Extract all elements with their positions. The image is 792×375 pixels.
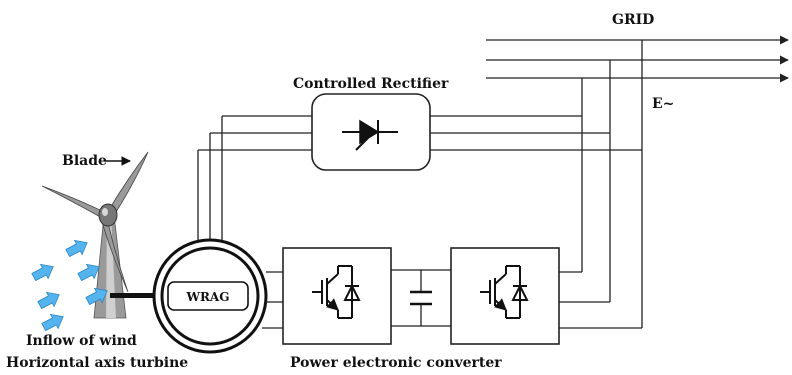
generator-label-box [167, 281, 249, 311]
wind-arrow-icon [65, 239, 88, 258]
capacitor-icon [410, 290, 432, 306]
grid-voltage-label: E~ [652, 96, 674, 112]
wind-arrow-icon [77, 263, 100, 282]
converter-left-box [282, 247, 392, 345]
wind-arrows [31, 239, 108, 332]
grid-drops [581, 40, 643, 328]
blade-label: Blade [62, 153, 107, 169]
wind-arrow-icon [85, 287, 108, 306]
turbine-shaft [110, 293, 156, 298]
converter-right-box [450, 247, 560, 345]
turbine-blade-left [41, 185, 107, 220]
generator-label: WRAG [185, 290, 229, 304]
rectifier-rotor-wires [197, 115, 312, 262]
igbt-diode-icon [312, 265, 361, 319]
rectifier-ac-wires [430, 115, 642, 151]
controlled-rectifier-label: Controlled Rectifier [293, 76, 449, 92]
grid: GRID E~ [486, 12, 789, 112]
turbine-blade-bottom [101, 221, 129, 293]
wind-arrow-icon [41, 313, 64, 332]
converter-output-wires [559, 271, 642, 329]
wind-arrow-icon [31, 263, 54, 282]
stator-wires [262, 271, 283, 329]
dc-link [391, 269, 451, 327]
wind-arrow-icon [37, 291, 60, 310]
grid-label: GRID [612, 12, 654, 28]
igbt-diode-icon [480, 265, 529, 319]
horizontal-axis-turbine-label: Horizontal axis turbine [6, 355, 188, 371]
turbine-blade-top [109, 151, 149, 213]
turbine-hub [98, 203, 118, 227]
power-electronic-converter-label: Power electronic converter [290, 355, 502, 371]
thyristor-icon [342, 119, 398, 151]
inflow-of-wind-label: Inflow of wind [26, 333, 137, 349]
generator: WRAG [152, 238, 268, 354]
